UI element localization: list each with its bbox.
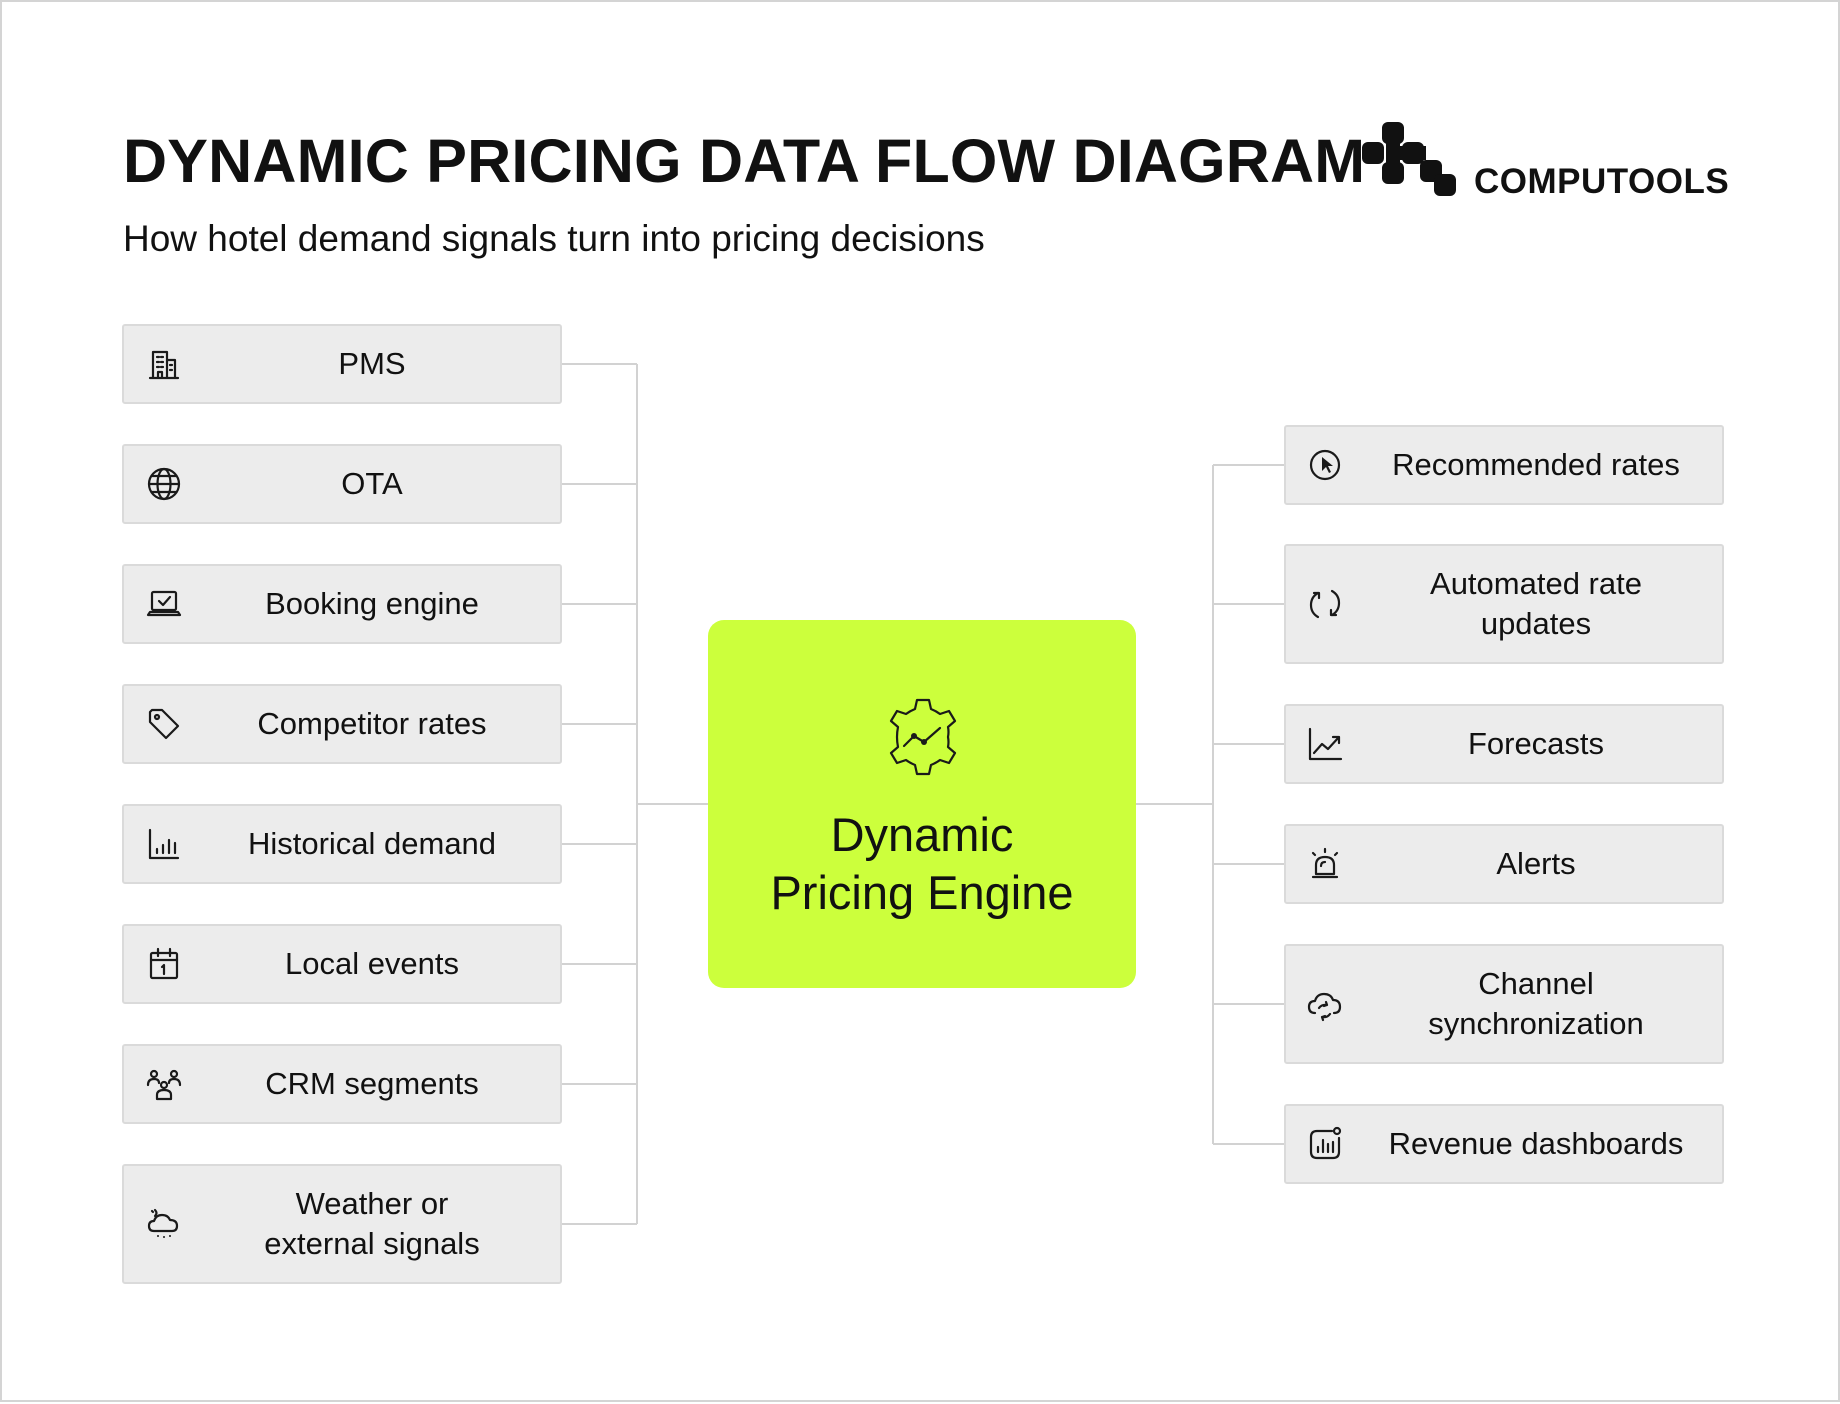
output-label: Forecasts: [1467, 726, 1605, 761]
output-node-alerts: Alerts: [1284, 824, 1724, 904]
price-tag-icon: [148, 708, 180, 740]
output-node-automated-rate-updates: Automated rate updates: [1284, 544, 1724, 664]
output-label: Channel synchronization: [1428, 966, 1644, 1041]
output-label: Recommended rates: [1392, 447, 1680, 482]
building-icon: [148, 350, 180, 380]
input-node-pms: PMS: [122, 324, 562, 404]
input-label: Local events: [284, 946, 460, 981]
trend-chart-icon: [1308, 727, 1343, 761]
computools-logo-icon: [1362, 122, 1456, 196]
input-node-crm-segments: CRM segments: [122, 1044, 562, 1124]
input-label: Booking engine: [265, 586, 479, 621]
output-node-revenue-dashboards: Revenue dashboards: [1284, 1104, 1724, 1184]
input-label: PMS: [338, 346, 406, 381]
input-node-historical-demand: Historical demand: [122, 804, 562, 884]
alarm-icon: [1311, 847, 1339, 879]
gear-chart-icon: [889, 698, 957, 776]
input-node-booking-engine: Booking engine: [122, 564, 562, 644]
pointer-click-icon: [1309, 449, 1341, 481]
input-node-weather-signals: Weather or external signals: [122, 1164, 562, 1284]
output-node-forecasts: Forecasts: [1284, 704, 1724, 784]
output-node-recommended-rates: Recommended rates: [1284, 425, 1724, 505]
globe-icon: [147, 467, 181, 501]
input-label: Weather or external signals: [264, 1186, 480, 1261]
cloud-sync-icon: [1307, 992, 1342, 1022]
page-subtitle: How hotel demand signals turn into prici…: [123, 218, 985, 259]
users-group-icon: [146, 1069, 182, 1101]
input-node-ota: OTA: [122, 444, 562, 524]
output-label: Automated rate updates: [1430, 566, 1642, 641]
calendar-icon: [149, 947, 179, 980]
dashboard-chart-icon: [1309, 1126, 1342, 1160]
output-label: Revenue dashboards: [1388, 1126, 1684, 1161]
refresh-icon: [1309, 589, 1341, 619]
engine-label: Dynamic Pricing Engine: [770, 808, 1074, 919]
bar-chart-icon: [148, 828, 180, 860]
input-node-competitor-rates: Competitor rates: [122, 684, 562, 764]
output-node-channel-synchronization: Channel synchronization: [1284, 944, 1724, 1064]
brand-name: COMPUTOOLS: [1474, 162, 1730, 201]
output-label: Alerts: [1496, 846, 1576, 881]
pricing-engine-node: Dynamic Pricing Engine: [708, 620, 1136, 988]
page-title: DYNAMIC PRICING DATA FLOW DIAGRAM: [123, 127, 1366, 195]
input-label: Historical demand: [247, 826, 497, 861]
input-label: OTA: [341, 466, 403, 501]
input-label: Competitor rates: [257, 706, 487, 741]
input-label: CRM segments: [265, 1066, 479, 1101]
cloud-weather-icon: [147, 1208, 179, 1238]
input-node-local-events: Local events: [122, 924, 562, 1004]
laptop-check-icon: [146, 590, 182, 617]
